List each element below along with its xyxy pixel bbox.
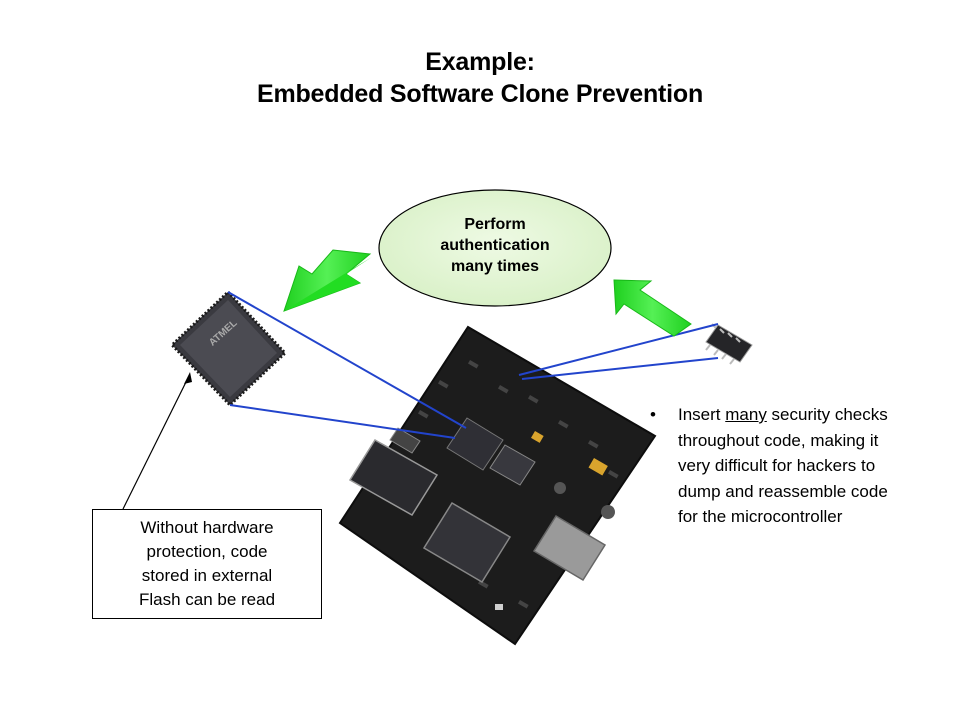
flash-chip-image: ATMEL: [169, 289, 288, 408]
bullet-marker: •: [650, 405, 656, 424]
bullet-text-part-1: Insert: [678, 405, 726, 424]
ellipse-label-line-3: many times: [450, 258, 540, 275]
ellipse-label-line-2: authentication: [440, 237, 550, 254]
green-arrow-left-icon: [283, 249, 372, 312]
pcb-board-image: [338, 325, 657, 646]
connector-line-chip-top: [518, 323, 719, 376]
ellipse-label-line-1: Perform: [464, 216, 526, 233]
callout-line-2: protection, code: [146, 542, 268, 561]
connector-line-flash-top: [227, 291, 467, 429]
connector-line-flash-bottom: [229, 404, 456, 439]
bullet-text: Insert many security checks throughout c…: [678, 402, 900, 530]
callout-text: Without hardware protection, code stored…: [107, 516, 307, 612]
green-arrow-right-icon: [613, 279, 692, 337]
connector-lines: [227, 291, 719, 439]
ellipse-label: Perform authentication many times: [400, 214, 590, 277]
callout-line-1: Without hardware: [140, 518, 274, 537]
slide-title-line-2: Embedded Software Clone Prevention: [256, 80, 704, 108]
callout-pointer-arrow: [122, 372, 192, 510]
callout-box: Without hardware protection, code stored…: [92, 509, 322, 619]
bullet-text-part-3: security checks throughout code, making …: [678, 405, 888, 526]
callout-line-4: Flash can be read: [138, 590, 276, 609]
bullet-text-emphasis: many: [725, 405, 767, 424]
callout-line-3: stored in external: [141, 566, 273, 585]
slide-title-line-1: Example:: [425, 48, 535, 76]
bullet-point: • Insert many security checks throughout…: [650, 402, 900, 530]
connector-line-chip-bottom: [521, 357, 719, 380]
authentication-ellipse: [378, 189, 612, 307]
